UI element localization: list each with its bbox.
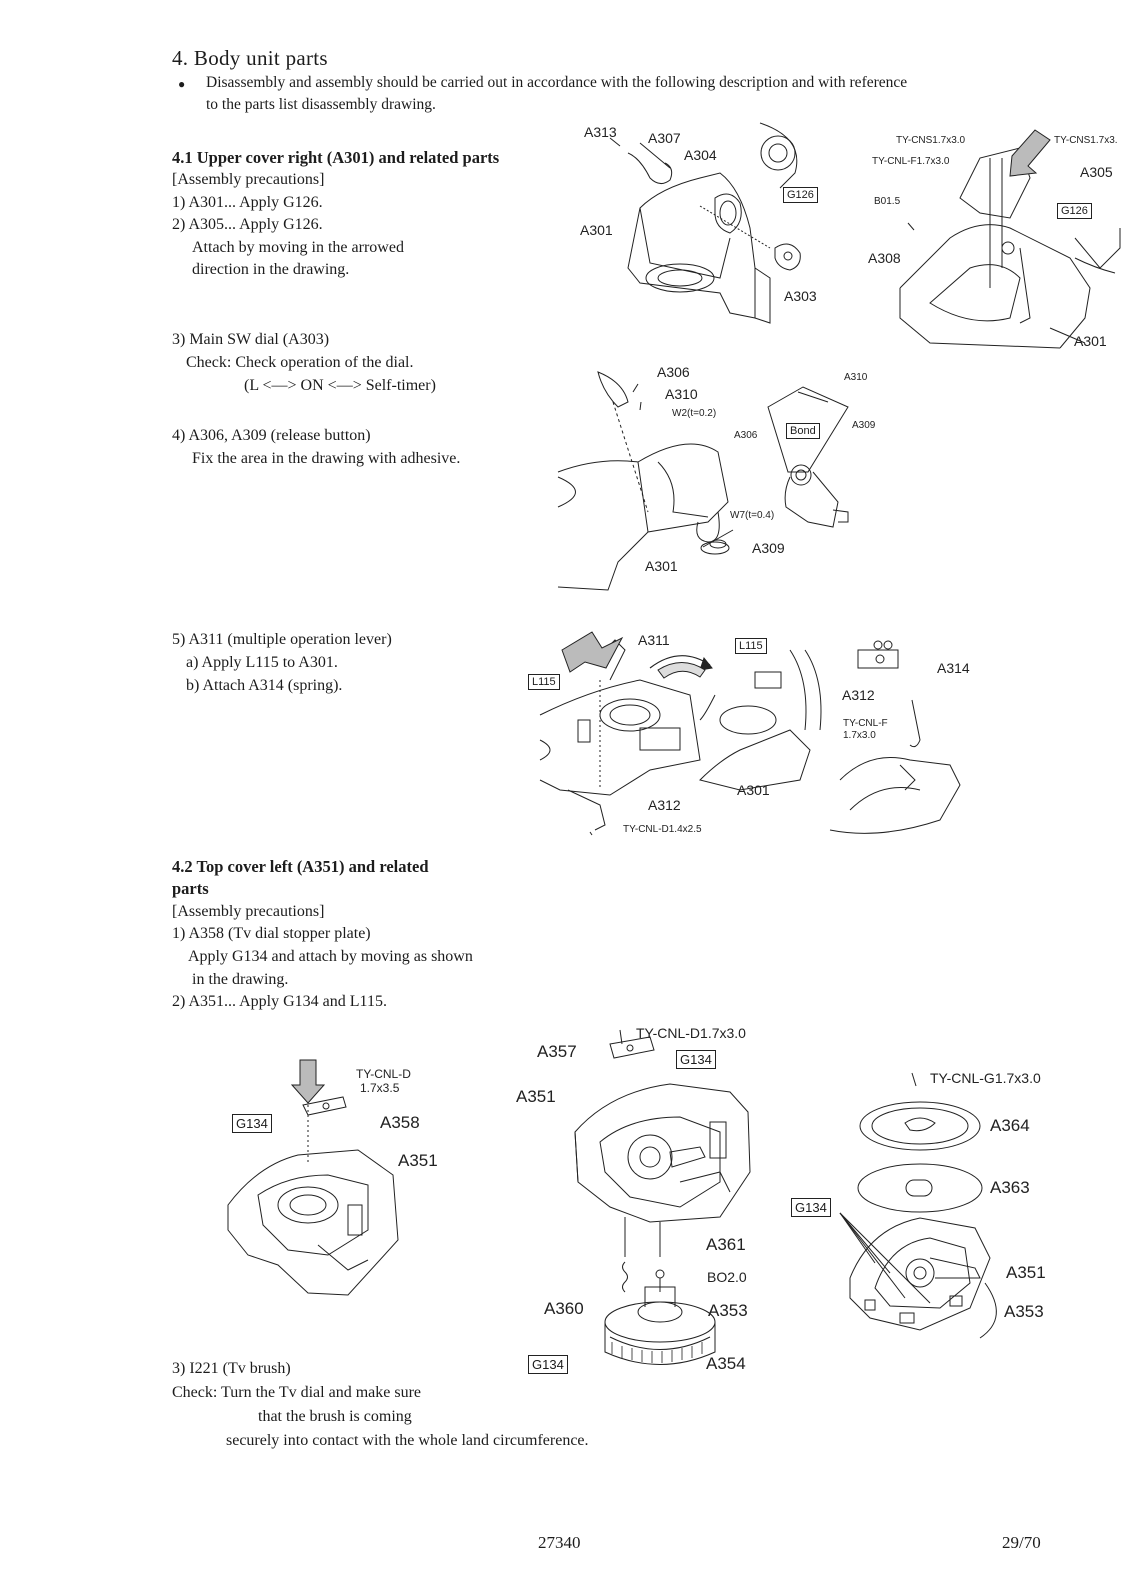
- label-g134-fig5: G134: [232, 1114, 272, 1133]
- label-l115-left: L115: [528, 674, 560, 690]
- step-4-1-5-b: b) Attach A314 (spring).: [186, 677, 343, 694]
- label-cnl-d-fig6: TY-CNL-D1.7x3.0: [636, 1025, 746, 1041]
- label-cns-2: TY-CNS1.7x3.: [1054, 135, 1118, 146]
- step-4-1-4: 4) A306, A309 (release button): [172, 427, 371, 444]
- step-4-2-3-c: securely into contact with the whole lan…: [226, 1432, 589, 1449]
- document-number: 27340: [538, 1533, 581, 1552]
- top-cover-left-drawing: [570, 1022, 760, 1377]
- label-a306-fig3: A306: [657, 364, 690, 380]
- label-bo2-0: BO2.0: [707, 1269, 747, 1285]
- label-a307: A307: [648, 130, 681, 146]
- label-a351-fig5: A351: [398, 1151, 438, 1170]
- release-button-drawing: [558, 362, 858, 592]
- label-a310-fig3: A310: [665, 386, 698, 402]
- label-a351-fig6: A351: [516, 1087, 556, 1106]
- label-g126-fig2: G126: [1057, 203, 1092, 219]
- upper-cover-right-drawing: [580, 118, 830, 328]
- label-l115-right: L115: [735, 638, 767, 654]
- subsection-4-2-title: 4.2 Top cover left (A351) and related: [172, 857, 429, 876]
- label-a364: A364: [990, 1116, 1030, 1135]
- label-a301-fig2: A301: [1074, 333, 1107, 349]
- label-a310-detail: A310: [844, 372, 868, 383]
- step-4-1-2-note-b: direction in the drawing.: [192, 261, 350, 278]
- label-a309-fig3: A309: [752, 540, 785, 556]
- step-4-1-4-note: Fix the area in the drawing with adhesiv…: [192, 450, 461, 467]
- section-heading: 4. Body unit parts: [172, 46, 328, 70]
- bullet-icon: ●: [178, 77, 186, 91]
- label-w2: W2(t=0.2): [672, 408, 717, 419]
- label-a361: A361: [706, 1235, 746, 1254]
- label-a358: A358: [380, 1113, 420, 1132]
- step-4-1-2-note-a: Attach by moving in the arrowed: [192, 239, 404, 256]
- step-4-1-3-check: Check: Check operation of the dial.: [186, 354, 414, 371]
- label-w7: W7(t=0.4): [730, 510, 775, 521]
- label-a309-detail: A309: [852, 420, 876, 431]
- label-a360: A360: [544, 1299, 584, 1318]
- label-a351-fig7: A351: [1006, 1263, 1046, 1282]
- intro-line-2: to the parts list disassembly drawing.: [206, 96, 436, 113]
- label-g134-bottom: G134: [528, 1355, 568, 1374]
- label-a354: A354: [706, 1354, 746, 1373]
- subsection-4-2-title-cont: parts: [172, 879, 209, 898]
- step-4-1-3: 3) Main SW dial (A303): [172, 331, 330, 348]
- label-cnl-d-fig4: TY-CNL-D1.4x2.5: [623, 824, 702, 835]
- label-a308: A308: [868, 250, 901, 266]
- step-4-2-1-a: Apply G134 and attach by moving as shown: [188, 948, 473, 965]
- tv-dial-detail-drawing: [790, 1068, 1010, 1343]
- label-g134-fig7: G134: [791, 1198, 831, 1217]
- subsection-4-1-title: 4.1 Upper cover right (A301) and related…: [172, 148, 500, 167]
- step-4-2-3-check: Check: Turn the Tv dial and make sure: [172, 1384, 421, 1401]
- step-4-2-3-b: that the brush is coming: [258, 1408, 412, 1425]
- label-b01-5: B01.5: [874, 196, 901, 207]
- label-cnl-d-fig5: TY-CNL-D: [356, 1067, 411, 1081]
- label-a301-fig3: A301: [645, 558, 678, 574]
- label-a303: A303: [784, 288, 817, 304]
- a305-attach-drawing: [870, 118, 1128, 350]
- label-a353-fig7: A353: [1004, 1302, 1044, 1321]
- step-4-2-2: 2) A351... Apply G134 and L115.: [172, 993, 387, 1010]
- precautions-label-4-1: [Assembly precautions]: [172, 171, 325, 188]
- label-a312: A312: [648, 797, 681, 813]
- label-cnl-f-fig4: TY-CNL-F: [843, 718, 888, 729]
- label-cnl-d-fig5-size: 1.7x3.5: [360, 1081, 400, 1095]
- label-a357: A357: [537, 1042, 577, 1061]
- label-a301-fig1: A301: [580, 222, 613, 238]
- label-a363: A363: [990, 1178, 1030, 1197]
- operation-lever-drawing: [540, 620, 972, 850]
- label-a312-detail: A312: [842, 687, 875, 703]
- step-4-1-3-modes: (L <—> ON <—> Self-timer): [244, 377, 436, 394]
- step-4-1-2: 2) A305... Apply G126.: [172, 216, 323, 233]
- label-a353-fig6: A353: [708, 1301, 748, 1320]
- precautions-label-4-2: [Assembly precautions]: [172, 903, 325, 920]
- step-4-1-5-a: a) Apply L115 to A301.: [186, 654, 338, 671]
- label-a301-fig4: A301: [737, 782, 770, 798]
- label-cnl-f-size: 1.7x3.0: [843, 730, 876, 741]
- label-a311: A311: [638, 632, 670, 648]
- label-a305: A305: [1080, 164, 1113, 180]
- step-4-1-1: 1) A301... Apply G126.: [172, 194, 323, 211]
- step-4-2-1: 1) A358 (Tv dial stopper plate): [172, 925, 371, 942]
- label-a306-detail: A306: [734, 430, 758, 441]
- intro-line-1: Disassembly and assembly should be carri…: [206, 74, 908, 91]
- label-g134-top: G134: [676, 1050, 716, 1069]
- label-cnl-f: TY-CNL-F1.7x3.0: [872, 156, 950, 167]
- step-4-1-5: 5) A311 (multiple operation lever): [172, 631, 392, 648]
- label-a314: A314: [937, 660, 970, 676]
- label-cnl-g: TY-CNL-G1.7x3.0: [930, 1070, 1041, 1086]
- step-4-2-1-b: in the drawing.: [192, 971, 289, 988]
- step-4-2-3: 3) I221 (Tv brush): [172, 1360, 291, 1377]
- label-a304: A304: [684, 147, 717, 163]
- label-a313: A313: [584, 124, 617, 140]
- label-bond: Bond: [786, 423, 820, 439]
- tv-dial-stopper-drawing: [218, 1055, 408, 1300]
- label-cns-1: TY-CNS1.7x3.0: [896, 135, 966, 146]
- label-g126-fig1: G126: [783, 187, 818, 203]
- page-number: 29/70: [1002, 1533, 1041, 1552]
